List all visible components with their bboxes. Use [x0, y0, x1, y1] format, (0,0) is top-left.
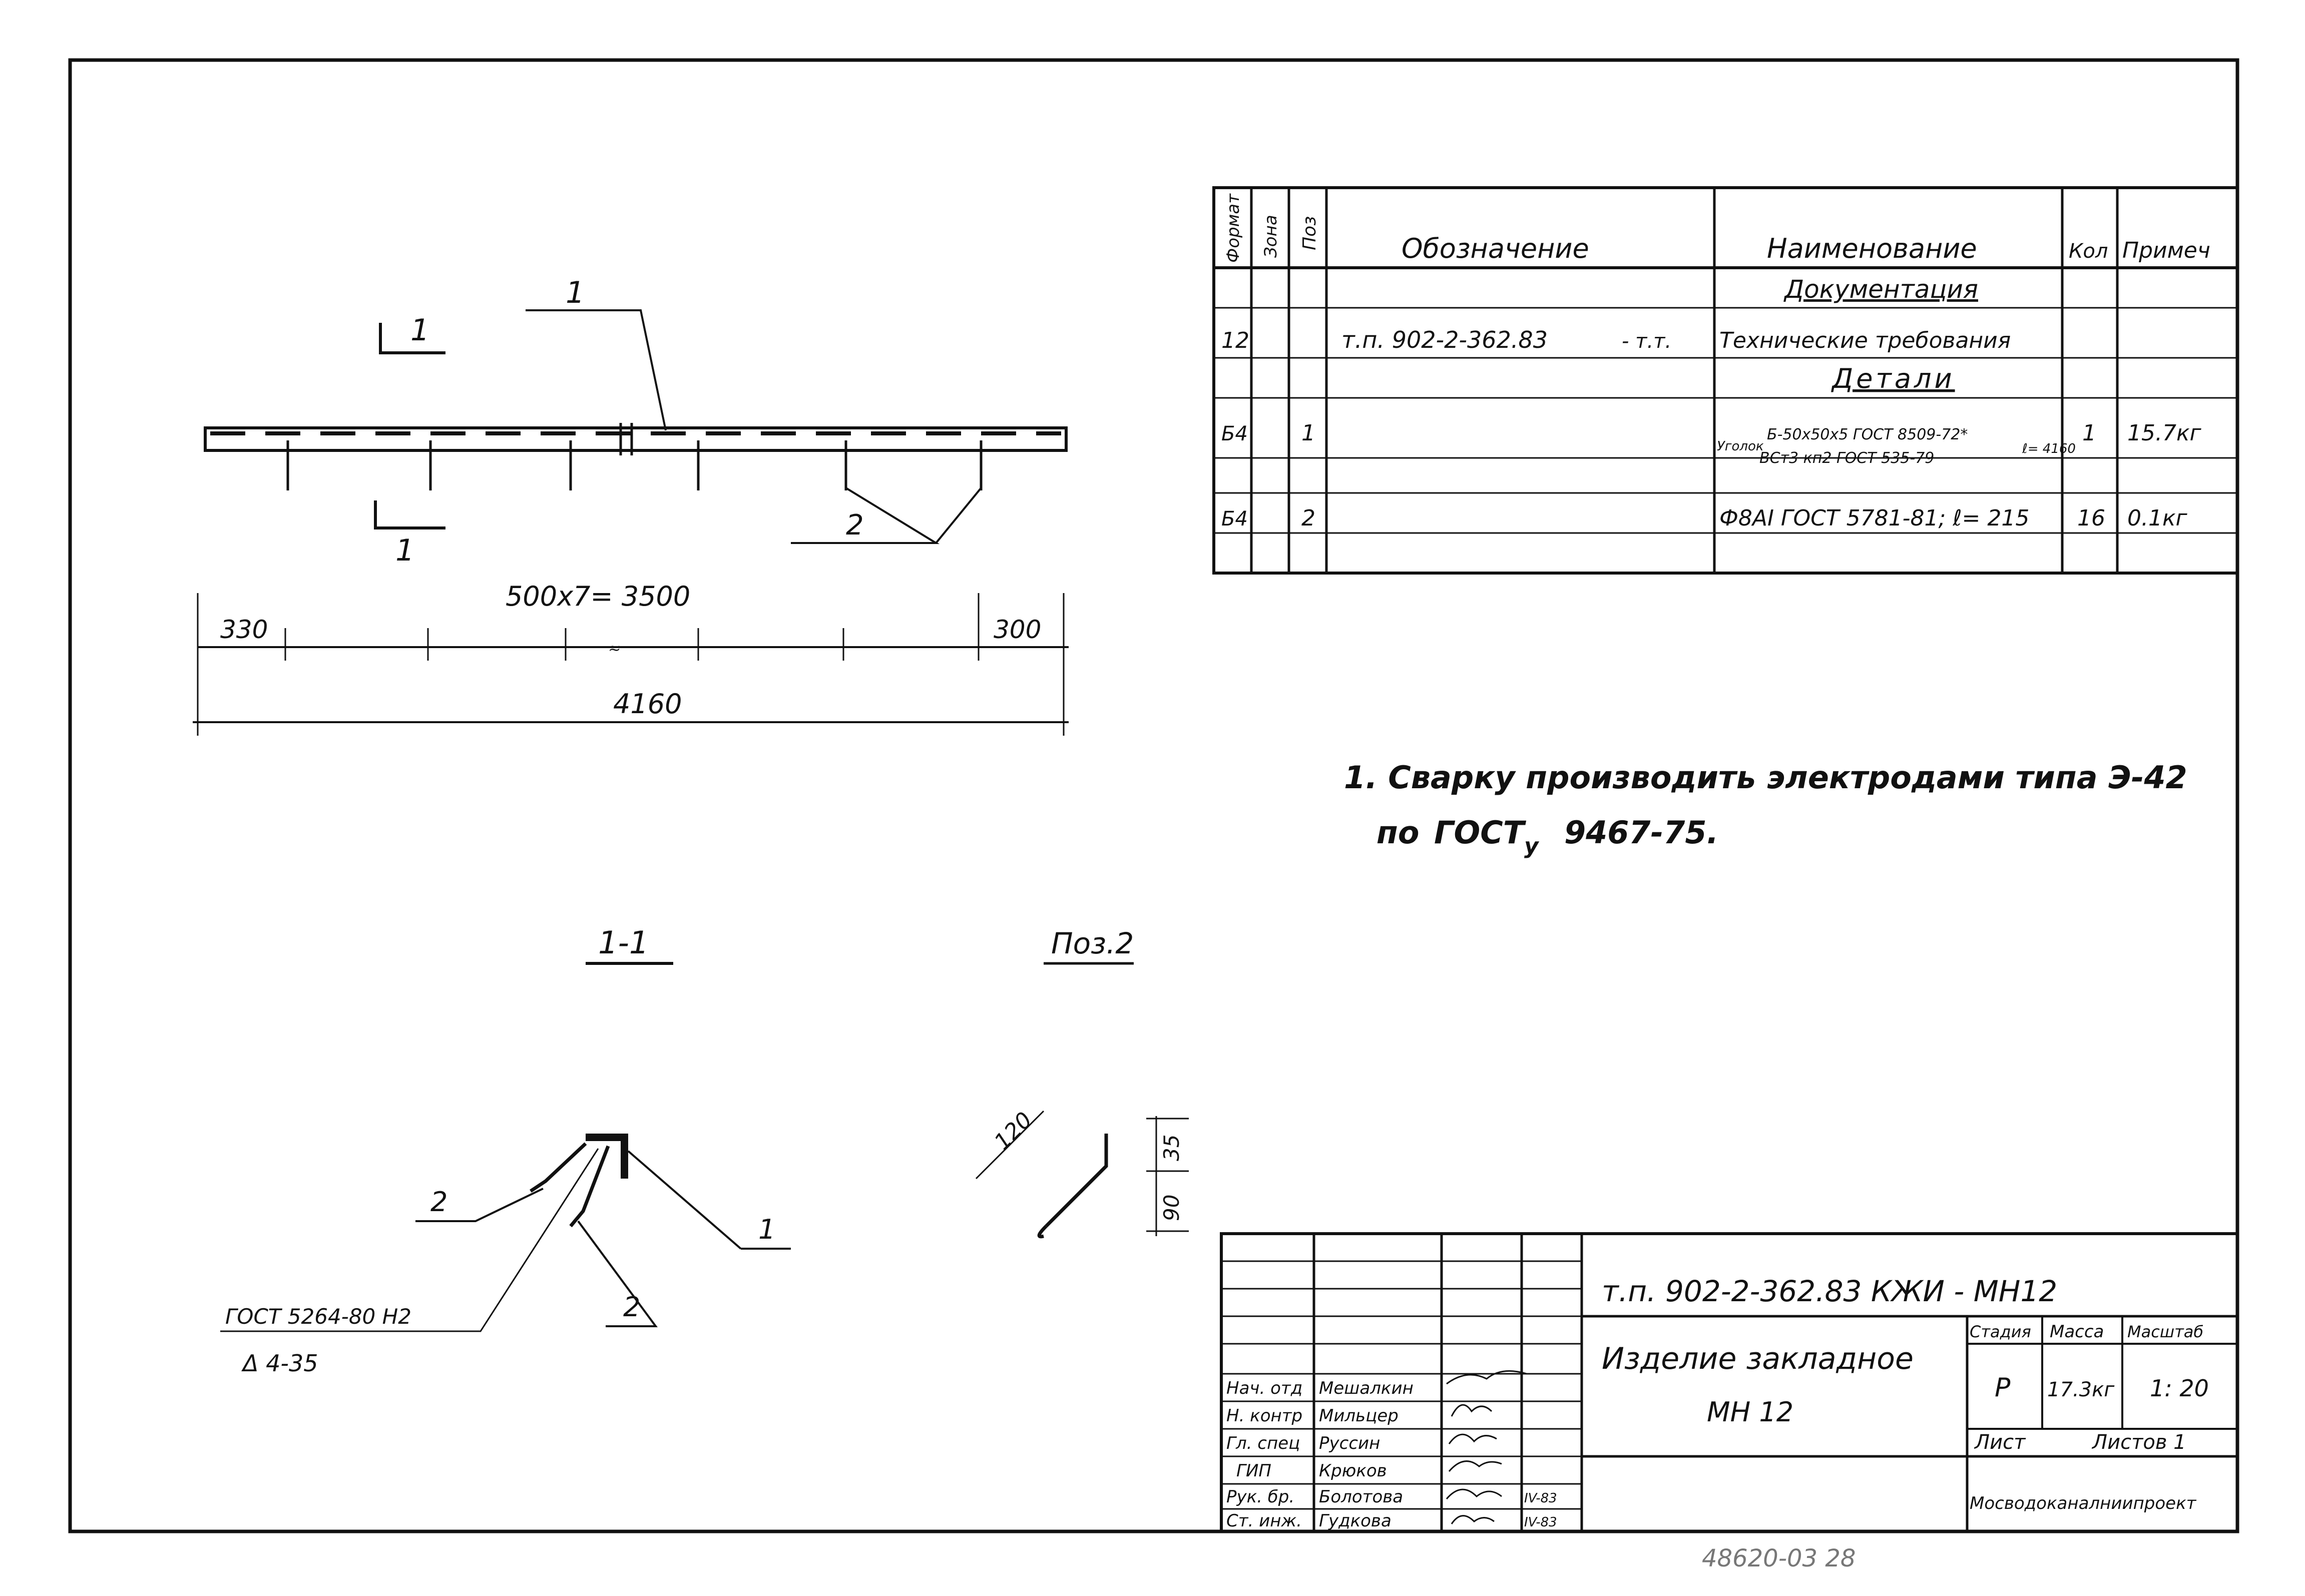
header-name: Наименование	[1767, 233, 1977, 264]
pos2-view: Поз.2 120 35 90	[975, 926, 1189, 1239]
row3-qty: 16	[2077, 505, 2105, 531]
staff-date: IV-83	[1524, 1515, 1557, 1530]
dim-120: 120	[990, 1107, 1037, 1155]
row2-name-prefix: Уголок	[1717, 439, 1764, 454]
section-callout-2b: 2	[623, 1291, 640, 1323]
scale-label: Масштаб	[2127, 1322, 2203, 1341]
sheet-label: Лист	[1974, 1431, 2026, 1454]
scale-value: 1: 20	[2150, 1375, 2209, 1402]
stage-value: Р	[1995, 1373, 2011, 1403]
row1-format: 12	[1221, 328, 1249, 353]
product-name: Изделие закладное	[1602, 1341, 1914, 1376]
sheets-label: Листов 1	[2091, 1431, 2186, 1454]
row3-name: Ф8АI ГОСТ 5781-81; ℓ= 215	[1719, 505, 2029, 531]
staff-role: Нач. отд	[1226, 1378, 1302, 1398]
staff-role: Гл. спец	[1226, 1433, 1300, 1453]
spec-table: Формат Зона Поз Обозначение Наименование…	[1212, 186, 2239, 575]
angle-bar	[204, 426, 1068, 452]
staff-role: Н. контр	[1226, 1406, 1302, 1426]
row1-designation: т.п. 902-2-362.83	[1341, 326, 1548, 353]
section-view: 1-1 2 1 2 ГОСТ 5264-80 Н2 Δ 4-35	[220, 924, 791, 1377]
product-mark: МН 12	[1707, 1396, 1793, 1428]
dim-35: 35	[1159, 1135, 1184, 1161]
row3-format: Б4	[1221, 507, 1248, 530]
staff-name: Мешалкин	[1319, 1378, 1414, 1398]
section-mark-top: 1	[410, 313, 429, 348]
row2-note: 15.7кг	[2127, 420, 2202, 446]
row3-note: 0.1кг	[2127, 505, 2188, 531]
staff-role: Ст. инж.	[1226, 1511, 1302, 1531]
note-line-2-gost: ГОСТ	[1434, 814, 1527, 851]
header-format: Формат	[1223, 193, 1243, 263]
staff-name: Болотова	[1319, 1487, 1403, 1507]
staff-name: Гудкова	[1319, 1511, 1392, 1531]
dim-90: 90	[1159, 1195, 1184, 1221]
drawing-frame	[68, 58, 2239, 1533]
title-block: т.п. 902-2-362.83 КЖИ - МН12 Изделие зак…	[1220, 1232, 2239, 1533]
header-zone: Зона	[1261, 215, 1281, 258]
row2-format: Б4	[1221, 422, 1248, 445]
note-line-2-a: по	[1376, 814, 1419, 851]
section-mark-bottom: 1	[395, 533, 414, 568]
staff-name: Крюков	[1319, 1461, 1387, 1481]
signatures	[1446, 1370, 1527, 1524]
staff-date: IV-83	[1524, 1491, 1557, 1506]
row2-name-top: Б-50х50х5 ГОСТ 8509-72*	[1767, 426, 1968, 443]
section-callout-2a: 2	[430, 1186, 447, 1218]
row3-pos: 2	[1301, 505, 1315, 531]
row2-name-bottom: ВСт3 кп2 ГОСТ 535-79	[1759, 449, 1934, 467]
note-line-2-b: 9467-75.	[1564, 814, 1718, 851]
dim-total: 4160	[613, 688, 682, 720]
notes: 1. Сварку производить электродами типа Э…	[1344, 759, 2187, 859]
stage-label: Стадия	[1970, 1322, 2031, 1341]
weld-symbol: Δ 4-35	[241, 1350, 318, 1377]
doc-code: т.п. 902-2-362.83 КЖИ - МН12	[1602, 1274, 2057, 1308]
staff-name: Руссин	[1319, 1433, 1380, 1453]
row1-name: Технические требования	[1719, 328, 2011, 353]
staff-name: Мильцер	[1319, 1406, 1399, 1426]
row2-name-len: ℓ= 4160	[2022, 441, 2076, 456]
section-title: 1-1	[598, 924, 649, 961]
mass-label: Масса	[2050, 1322, 2104, 1342]
dim-right: 300	[994, 615, 1041, 644]
header-designation: Обозначение	[1402, 233, 1589, 264]
staff-role: Рук. бр.	[1226, 1487, 1294, 1507]
header-pos: Поз	[1299, 216, 1320, 250]
row2-pos: 1	[1301, 420, 1315, 446]
organization: Мосводоканалниипроект	[1970, 1493, 2197, 1513]
plan-callout-1: 1	[566, 275, 585, 310]
header-qty: Кол	[2069, 240, 2108, 263]
weld-gost: ГОСТ 5264-80 Н2	[225, 1304, 411, 1329]
header-note: Примеч	[2122, 238, 2210, 263]
section-docs: Документация	[1783, 275, 1978, 304]
row2-qty: 1	[2082, 420, 2096, 446]
pos2-title: Поз.2	[1051, 926, 1134, 960]
staff-role: ГИП	[1236, 1461, 1271, 1481]
mass-value: 17.3кг	[2047, 1378, 2115, 1401]
dim-spacing: 500х7= 3500	[506, 581, 690, 612]
plan-view: 1 2 1 1 ≈ 500х7= 3500 330 300 4160	[193, 275, 1069, 736]
note-line-2-sub: у	[1524, 833, 1540, 859]
section-parts: Детали	[1831, 363, 1955, 394]
plan-callout-2: 2	[846, 509, 864, 542]
svg-text:≈: ≈	[608, 640, 621, 657]
section-callout-1: 1	[758, 1214, 775, 1245]
note-line-1: 1. Сварку производить электродами типа Э…	[1344, 759, 2187, 796]
staff-rows: Нач. отд Мешалкин Н. контр Мильцер Гл. с…	[1226, 1378, 1557, 1531]
dim-left: 330	[220, 615, 268, 644]
anchor-rebars	[286, 440, 983, 490]
footer-stamp: 48620-03 28	[1702, 1544, 1856, 1572]
row1-designation-suffix: - т.т.	[1622, 330, 1671, 353]
